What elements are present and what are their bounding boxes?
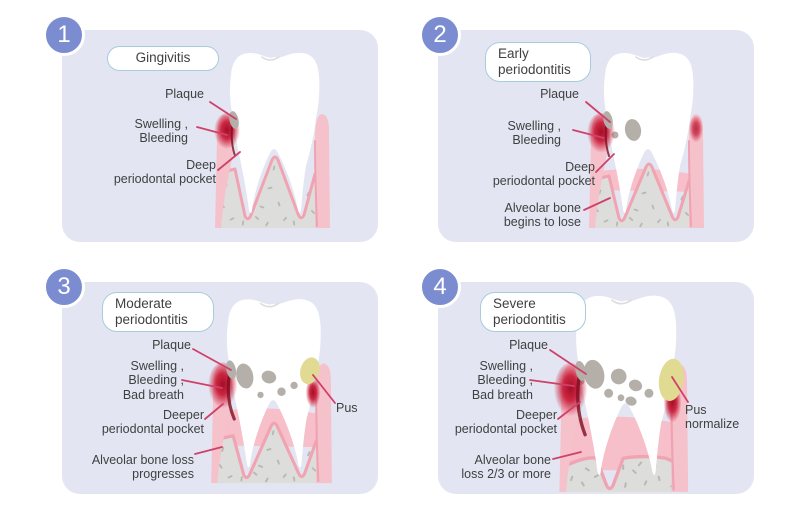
label-periodontal-pocket: Deep periodontal pocket [492,160,595,189]
label-periodontal-pocket: Deeper periodontal pocket [101,408,204,437]
step-number: 3 [43,266,85,308]
panel-stage2-early-periodontitis: 2 Early periodontitis Plaque Swelling , … [419,14,754,242]
panel-stage3-moderate-periodontitis: 3 Moderate periodontitis Plaque Swelling… [43,266,378,494]
tooth-illustration-stage4 [529,295,689,492]
step-number: 2 [419,14,461,56]
gum-line [216,421,330,480]
gum-line [220,155,328,221]
tooth-groove [261,56,280,61]
pointer-lines [529,349,689,460]
panel-stage4-severe-periodontitis: 4 Severe periodontitis Plaque Swelling ,… [419,266,754,494]
tooth-illustration-stage3 [181,299,336,484]
gum-right [689,114,704,228]
bone-texture [221,165,323,227]
tooth-illustration-stage2 [572,52,704,228]
tooth-groove [611,299,632,305]
stage-title-bubble: Gingivitis [107,46,219,71]
label-swelling-bleeding: Swelling , Bleeding [134,117,189,146]
label-alveolar-bone: Alveolar bone loss 2/3 or more [461,453,551,482]
pus-blob [658,358,684,401]
gum-line [565,454,684,491]
gum-line [594,162,702,223]
stage-title-bubble: Early periodontitis [485,42,591,82]
gum-right [315,114,330,228]
gum-right-edge [314,140,318,227]
label-plaque: Plaque [509,338,548,352]
label-periodontal-pocket: Deeper periodontal pocket [454,408,557,437]
step-number: 4 [419,266,461,308]
tooth-illustration-stage1 [196,52,330,228]
inflammation-right [689,116,703,144]
stage-title-bubble: Moderate periodontitis [102,292,214,332]
label-plaque: Plaque [165,87,204,101]
stage-title: Gingivitis [135,50,191,66]
label-swelling-bleeding: Swelling , Bleeding [507,119,562,148]
pointer-lines [572,101,615,211]
alveolar-bone [216,423,328,484]
alveolar-bone [594,164,700,228]
label-periodontal-pocket: Deep periodontal pocket [113,158,216,187]
pointer-lines [196,101,241,171]
tooth [226,299,321,468]
tooth [229,52,320,214]
panel-stage1-gingivitis: 1 Gingivitis Plaque Swelling , Bleeding … [43,14,378,242]
label-pus-normalize: Pus normalize [685,403,740,432]
tooth [603,52,694,214]
label-swelling-bleeding-badbreath: Swelling , Bleeding , Bad breath [122,359,184,402]
label-pus: Pus [336,401,358,415]
tooth-groove [259,302,280,308]
tooth-groove [635,56,654,61]
stage-title: Moderate periodontitis [115,295,188,327]
inflammation-right [305,378,321,410]
label-alveolar-bone: Alveolar bone begins to lose [503,201,581,230]
stage-title: Severe periodontitis [493,295,566,327]
pointer-lines [181,348,336,455]
stage-title-bubble: Severe periodontitis [480,292,586,332]
label-plaque: Plaque [152,338,191,352]
label-alveolar-bone: Alveolar bone loss progresses [91,453,194,482]
label-swelling-bleeding-badbreath: Swelling , Bleeding , Bad breath [471,359,533,402]
alveolar-bone [220,157,326,228]
tooth [576,295,677,476]
step-number: 1 [43,14,85,56]
label-plaque: Plaque [540,87,579,101]
stage-title: Early periodontitis [498,45,571,77]
gum-right-edge [688,140,692,227]
